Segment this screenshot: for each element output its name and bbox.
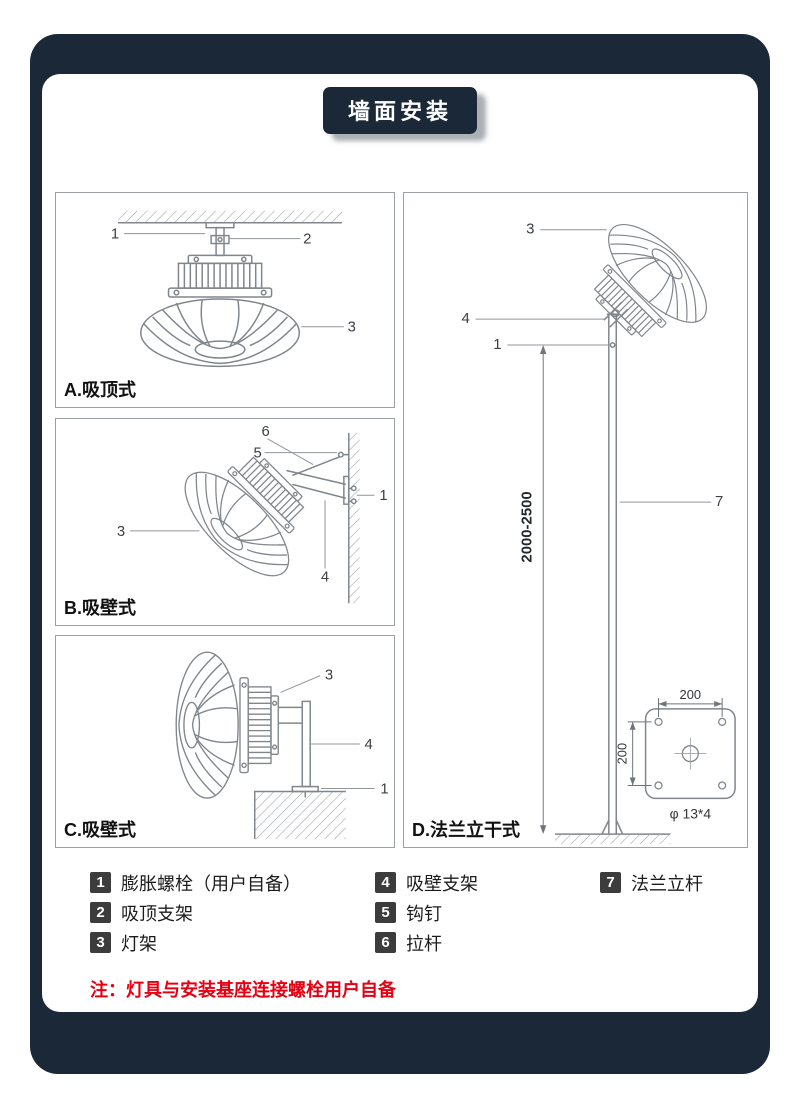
wall-hatch (348, 432, 360, 604)
diagram-b-wall-mount: 6 5 1 3 4 B.吸壁式 (55, 418, 395, 626)
content-card: 墙面安装 1 2 3 A.吸顶式 (42, 74, 758, 1012)
diagram-a-ceiling-mount: 1 2 3 A.吸顶式 (55, 192, 395, 408)
leader-lines (129, 438, 375, 569)
legend-item: 4 吸壁支架 (375, 872, 478, 894)
diagram-c-wall-mount: 3 4 1 C.吸壁式 (55, 635, 395, 848)
legend-item-label: 拉杆 (406, 933, 442, 954)
legend-column-1: 1 膨胀螺栓（用户自备） 2 吸顶支架 3 灯架 (90, 872, 301, 954)
legend-num-badge: 7 (600, 872, 621, 893)
page-title: 墙面安装 (347, 99, 453, 124)
pole (601, 301, 629, 835)
legend-item-label: 吸顶支架 (121, 903, 193, 924)
ceiling-hatch (118, 210, 342, 223)
outer-frame: 墙面安装 1 2 3 A.吸顶式 (30, 34, 770, 1074)
wall-bracket-hardware (286, 451, 357, 505)
callout-4: 4 (321, 569, 329, 585)
legend-item: 5 钩钉 (375, 902, 478, 924)
callout-3: 3 (117, 524, 125, 540)
lamp-drawing (140, 254, 301, 368)
callout-1: 1 (111, 227, 119, 243)
legend-item: 2 吸顶支架 (90, 902, 301, 924)
ledge-outline (253, 790, 346, 840)
legend-item-label: 法兰立杆 (631, 873, 703, 894)
legend-column-3: 7 法兰立杆 (600, 872, 703, 894)
flange-holes-text: φ 13*4 (670, 805, 712, 821)
lamp-drawing (568, 208, 723, 363)
diagram-d-label: D.法兰立干式 (412, 820, 520, 840)
note: 注：灯具与安装基座连接螺栓用户自备 (90, 980, 396, 1000)
flange-height-text: 200 (615, 743, 630, 765)
leader-lines (123, 233, 344, 328)
callout-2: 2 (303, 232, 311, 248)
diagram-c-drawing: 3 4 1 (175, 651, 389, 840)
callout-3: 3 (348, 320, 356, 336)
legend-item: 7 法兰立杆 (600, 872, 703, 894)
legend-num-badge: 1 (90, 872, 111, 893)
legend-column-2: 4 吸壁支架 5 钩钉 6 拉杆 (375, 872, 478, 954)
legend-item-label: 吸壁支架 (406, 873, 478, 894)
diagram-a-drawing: 1 2 3 (111, 210, 356, 368)
ledge-hatch (254, 791, 346, 840)
page-title-badge: 墙面安装 (322, 87, 478, 134)
callout-5: 5 (254, 446, 262, 462)
legend-num-badge: 5 (375, 902, 396, 923)
callout-7: 7 (715, 494, 723, 510)
diagram-d-flange-pole: 2000-2500 (403, 192, 748, 848)
legend-num-badge: 2 (90, 902, 111, 923)
legend-item: 1 膨胀螺栓（用户自备） (90, 872, 301, 894)
ledge-bracket-hardware (278, 700, 319, 798)
legend-item: 6 拉杆 (375, 932, 478, 954)
diagram-a-label: A.吸顶式 (64, 380, 136, 400)
callout-6: 6 (261, 424, 269, 440)
legend-num-badge: 3 (90, 932, 111, 953)
flange-width-text: 200 (680, 687, 702, 702)
callout-1: 1 (493, 337, 501, 353)
callout-1: 1 (379, 488, 387, 504)
ceiling-mount-hardware (118, 221, 342, 257)
height-dimension: 2000-2500 (519, 345, 547, 835)
legend-item-label: 灯架 (121, 933, 157, 954)
ground-hatch (555, 834, 671, 845)
callout-3: 3 (526, 222, 534, 238)
lamp-drawing (168, 429, 332, 593)
leader-lines (475, 229, 712, 503)
diagram-b-label: B.吸壁式 (64, 598, 136, 618)
diagram-c-label: C.吸壁式 (64, 820, 136, 840)
legend-item-label: 膨胀螺栓（用户自备） (121, 873, 301, 894)
legend-item-label: 钩钉 (406, 903, 442, 924)
diagram-b-drawing: 6 5 1 3 4 (117, 424, 388, 604)
diagram-d-drawing: 2000-2500 (461, 208, 736, 845)
callout-3: 3 (325, 668, 333, 684)
callout-4: 4 (365, 737, 373, 753)
leader-lines (280, 675, 375, 790)
legend-item: 3 灯架 (90, 932, 301, 954)
callout-4: 4 (461, 311, 469, 327)
callout-1: 1 (380, 782, 388, 798)
height-dimension-text: 2000-2500 (519, 491, 535, 562)
flange-detail: 200 200 φ 13*4 (615, 687, 736, 821)
legend-num-badge: 6 (375, 932, 396, 953)
lamp-drawing (175, 651, 279, 799)
legend-num-badge: 4 (375, 872, 396, 893)
